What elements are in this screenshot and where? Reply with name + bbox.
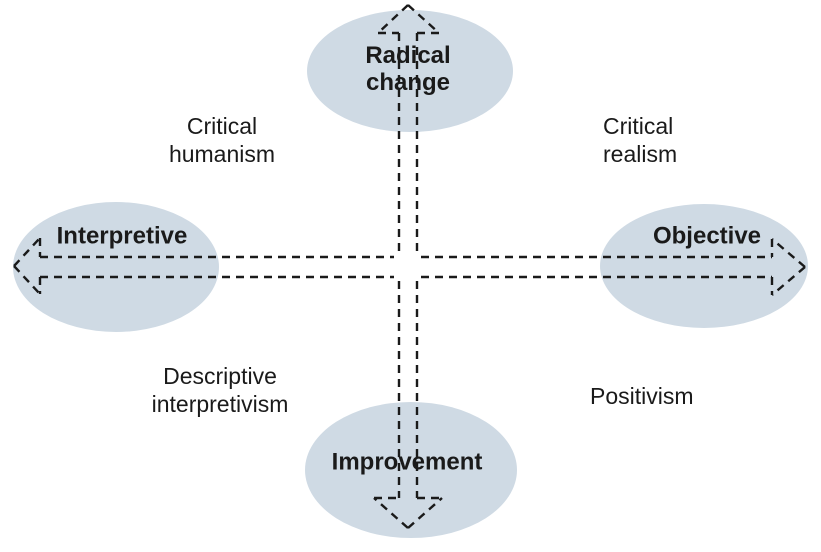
objective-label: Objective (652, 222, 762, 250)
horizontal-axis-shaft (40, 255, 772, 279)
interpretive-ellipse (13, 202, 219, 332)
radical-change-label: Radical change (365, 42, 451, 96)
interpretive-label: Interpretive (56, 222, 188, 250)
up-arrowhead-icon (377, 4, 440, 35)
improvement-label: Improvement (331, 448, 483, 476)
left-arrowhead-icon (13, 237, 42, 295)
quadrant-label-critical-realism: Critical realism (603, 113, 678, 167)
objective-ellipse (600, 204, 808, 328)
quadrant-label-positivism: Positivism (590, 383, 694, 409)
vertical-axis-arrow (373, 4, 443, 529)
quadrant-label-critical-humanism: Critical humanism (168, 113, 276, 167)
radical-change-ellipse (307, 10, 513, 132)
quadrant-label-descriptive-interpretivism: Descriptive interpretivism (151, 363, 289, 417)
horizontal-axis-arrow (13, 237, 806, 296)
improvement-ellipse (305, 402, 517, 538)
right-arrowhead-icon (770, 238, 806, 296)
